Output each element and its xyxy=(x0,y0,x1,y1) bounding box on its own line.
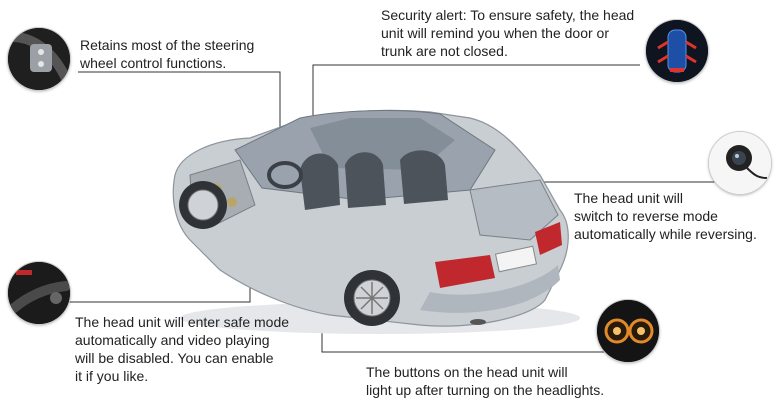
safe-mode-callout-text: The head unit will enter safe mode autom… xyxy=(75,314,290,384)
steering-callout-text: Retains most of the steering wheel contr… xyxy=(80,37,255,71)
reverse-camera-icon xyxy=(709,132,771,194)
steering-wheel-buttons-icon xyxy=(8,28,70,90)
headlights-icon xyxy=(597,300,659,362)
steering-connector xyxy=(78,71,281,150)
buttons-callout-text: The buttons on the head unit will light … xyxy=(366,364,605,398)
security-callout-text: Security alert: To ensure safety, the he… xyxy=(381,7,635,59)
reverse-callout-text: The head unit will switch to reverse mod… xyxy=(574,190,757,242)
parking-brake-icon xyxy=(8,262,70,324)
car-door-alert-icon xyxy=(646,20,708,82)
